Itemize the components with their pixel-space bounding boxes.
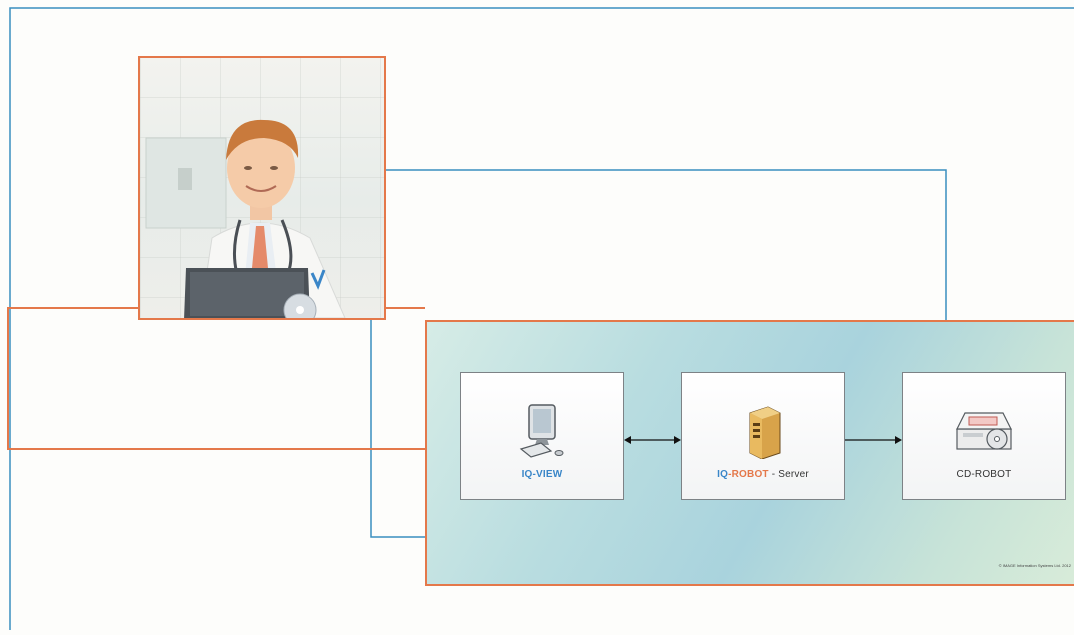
cd-robot-box: CD-ROBOT <box>902 372 1066 500</box>
bidirectional-arrow <box>624 436 681 444</box>
iq-view-box: IQ-VIEW <box>460 372 624 500</box>
doctor-illustration <box>145 119 346 318</box>
iq-robot-server-box: IQ-ROBOT - Server <box>681 372 845 500</box>
server-icon <box>728 403 798 460</box>
doctor-photo <box>138 56 386 320</box>
cd-robot-icon <box>949 403 1019 459</box>
copyright-text: © IMAGE Information Systems Ltd. 2012 <box>998 563 1071 568</box>
iq-view-label: IQ-VIEW <box>521 469 563 480</box>
photo-bottom-line <box>370 320 425 538</box>
iq-robot-server-label: IQ-ROBOT - Server <box>717 469 809 480</box>
system-panel: IQ-VIEW IQ-ROBOT - Server <box>425 320 1074 586</box>
computer-icon <box>507 403 577 459</box>
cd-robot-label: CD-ROBOT <box>956 469 1012 480</box>
outer-blue-frame <box>9 7 1074 630</box>
right-arrow <box>845 436 902 444</box>
photo-to-system-line <box>386 169 947 320</box>
orange-bracket <box>7 307 425 450</box>
